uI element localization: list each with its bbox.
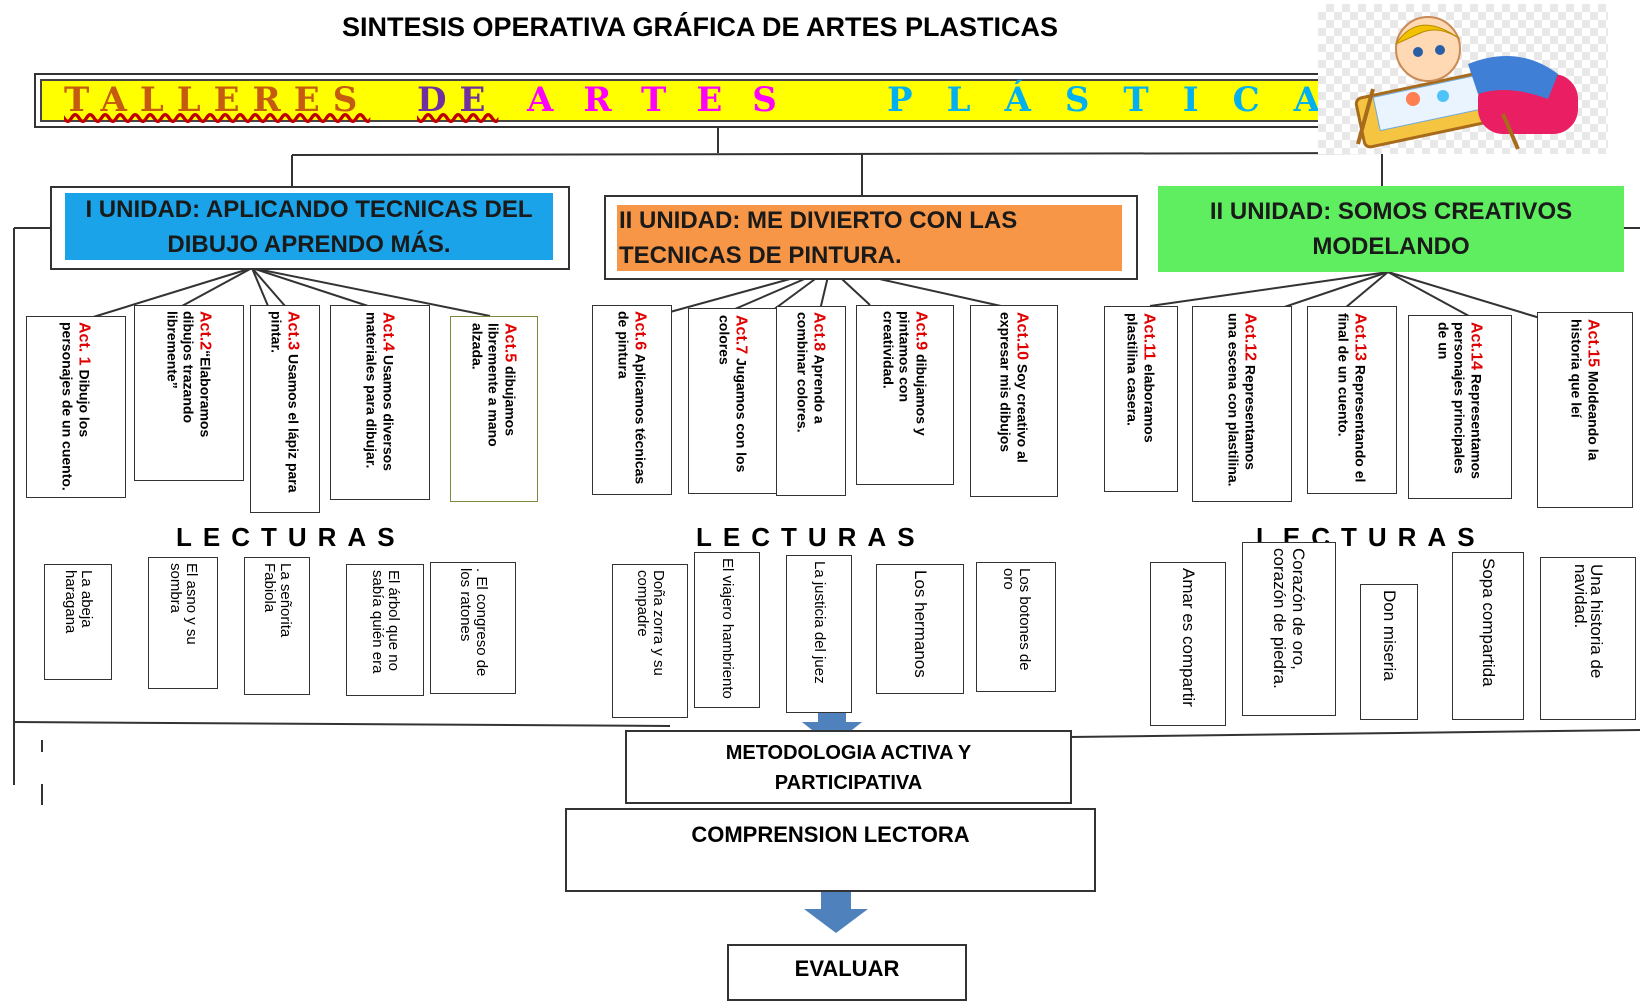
- banner: TALLERES DE ARTES PLÁSTICAS: [40, 79, 1379, 122]
- reading-box-13: Don miseria: [1360, 584, 1418, 720]
- activity-label: Act.10: [1013, 312, 1031, 361]
- banner-word-artes: ARTES: [527, 80, 807, 120]
- activity-box-5: Act.5 dibujamos libremente a mano alzada…: [450, 316, 538, 502]
- reading-title: Una historia de navidad.: [1571, 563, 1606, 678]
- activity-label: Act.6: [631, 311, 649, 351]
- reading-box-4: El árbol que no sabía quién era: [346, 564, 424, 696]
- reading-title: Corazón de oro, corazón de piedra.: [1270, 548, 1308, 689]
- reading-title: La abeja haragana: [62, 570, 95, 634]
- activity-label: Act.7: [732, 315, 750, 355]
- reading-title: La señorita Fabiola: [261, 563, 294, 638]
- arrow-2: [804, 891, 868, 933]
- reading-box-8: La justicia del juez: [786, 555, 852, 713]
- activity-box-15: Act.15 Moldeando la historia que leí: [1537, 312, 1633, 508]
- reading-title: La justicia del juez: [811, 561, 828, 684]
- reading-title: Los hermanos: [911, 570, 930, 678]
- reading-title: Doña zorra y su compadre: [634, 570, 667, 676]
- reading-title: . El congreso de los ratones: [457, 568, 490, 677]
- activity-box-9: Act.9 dibujamos y pintamos con creativid…: [856, 305, 954, 485]
- activity-label: Act. 1: [75, 322, 93, 366]
- activity-label: Act.2: [196, 311, 214, 351]
- activity-label: Act.5: [501, 323, 519, 363]
- activity-label: Act.15: [1584, 319, 1602, 368]
- reading-title: Amar es compartir: [1179, 568, 1198, 707]
- activity-label: Act.8: [810, 312, 828, 352]
- reading-box-15: Una historia de navidad.: [1540, 557, 1636, 720]
- reading-title: Sopa compartida: [1479, 558, 1498, 687]
- reading-box-3: La señorita Fabiola: [244, 557, 310, 695]
- activity-box-6: Act.6 Aplicamos técnicas de pintura: [592, 305, 672, 495]
- arrow-1: [802, 706, 862, 746]
- diagram-title: SINTESIS OPERATIVA GRÁFICA DE ARTES PLAS…: [341, 12, 1059, 42]
- activity-box-2: Act.2“Elaboramos dibujos trazando librem…: [134, 305, 244, 481]
- unit-1-title: I UNIDAD: APLICANDO TECNICAS DEL DIBUJO …: [65, 193, 553, 260]
- child-drawing-illustration: [1318, 4, 1608, 154]
- activity-box-12: Act.12 Representamos una escena con plas…: [1192, 306, 1292, 502]
- illustration-icon: [1354, 16, 1578, 150]
- activity-box-3: Act.3 Usamos el lápiz para pintar.: [250, 305, 320, 513]
- reading-title: El asno y su sombra: [167, 563, 200, 645]
- methodology-box: METODOLOGIA ACTIVA Y PARTICIPATIVA: [625, 730, 1072, 804]
- unit-3-title: II UNIDAD: SOMOS CREATIVOS MODELANDO: [1158, 186, 1624, 272]
- activity-label: Act.14: [1467, 322, 1485, 371]
- reading-box-5: . El congreso de los ratones: [430, 562, 516, 694]
- activity-box-10: Act.10 Soy creativo al expresar mis dibu…: [970, 305, 1058, 497]
- banner-word-de: DE: [417, 80, 499, 120]
- activity-label: Act.3: [284, 311, 302, 351]
- activity-box-1: Act. 1 Dibujo los personajes de un cuent…: [26, 316, 126, 498]
- reading-box-11: Amar es compartir: [1150, 562, 1226, 726]
- reading-box-9: Los hermanos: [876, 564, 964, 694]
- activity-label: Act.4: [379, 311, 397, 351]
- banner-word-talleres: TALLERES: [64, 80, 371, 120]
- unit-2-title: II UNIDAD: ME DIVIERTO CON LAS TECNICAS …: [617, 205, 1122, 271]
- reading-box-2: El asno y su sombra: [148, 557, 218, 689]
- reading-box-1: La abeja haragana: [44, 564, 112, 680]
- activity-box-7: Act.7 Jugamos con los colores: [688, 308, 778, 494]
- lecturas-heading-2: LECTURAS: [696, 522, 926, 552]
- reading-title: Los botones de oro: [1000, 568, 1033, 671]
- lecturas-heading-1: LECTURAS: [176, 522, 406, 552]
- reading-box-14: Sopa compartida: [1452, 552, 1524, 720]
- activity-label: Act.12: [1241, 313, 1259, 362]
- activity-box-14: Act.14 Representamos personajes principa…: [1408, 315, 1512, 499]
- activity-box-11: Act.11 elaboramos plastilina casera.: [1104, 306, 1178, 492]
- reading-title: El viajero hambriento: [719, 558, 736, 699]
- activity-label: Act.13: [1351, 313, 1369, 362]
- evaluate-box: EVALUAR: [727, 944, 967, 1001]
- reading-comprehension-box: COMPRENSION LECTORA: [565, 808, 1096, 892]
- reading-box-7: El viajero hambriento: [694, 552, 760, 708]
- reading-box-6: Doña zorra y su compadre: [612, 564, 688, 718]
- activity-label: Act.9: [912, 311, 930, 351]
- reading-title: El árbol que no sabía quién era: [369, 570, 402, 674]
- activity-box-13: Act.13 Representando el final de un cuen…: [1307, 306, 1397, 494]
- reading-box-12: Corazón de oro, corazón de piedra.: [1242, 542, 1336, 716]
- reading-box-10: Los botones de oro: [976, 562, 1056, 692]
- banner-word-plasticas: PLÁSTICAS: [887, 80, 1413, 120]
- activity-box-8: Act.8 Aprendo a combinar colores.: [776, 306, 846, 496]
- activity-box-4: Act.4 Usamos diversos materiales para di…: [330, 305, 430, 500]
- activity-label: Act.11: [1140, 313, 1158, 361]
- reading-title: Don miseria: [1380, 590, 1399, 681]
